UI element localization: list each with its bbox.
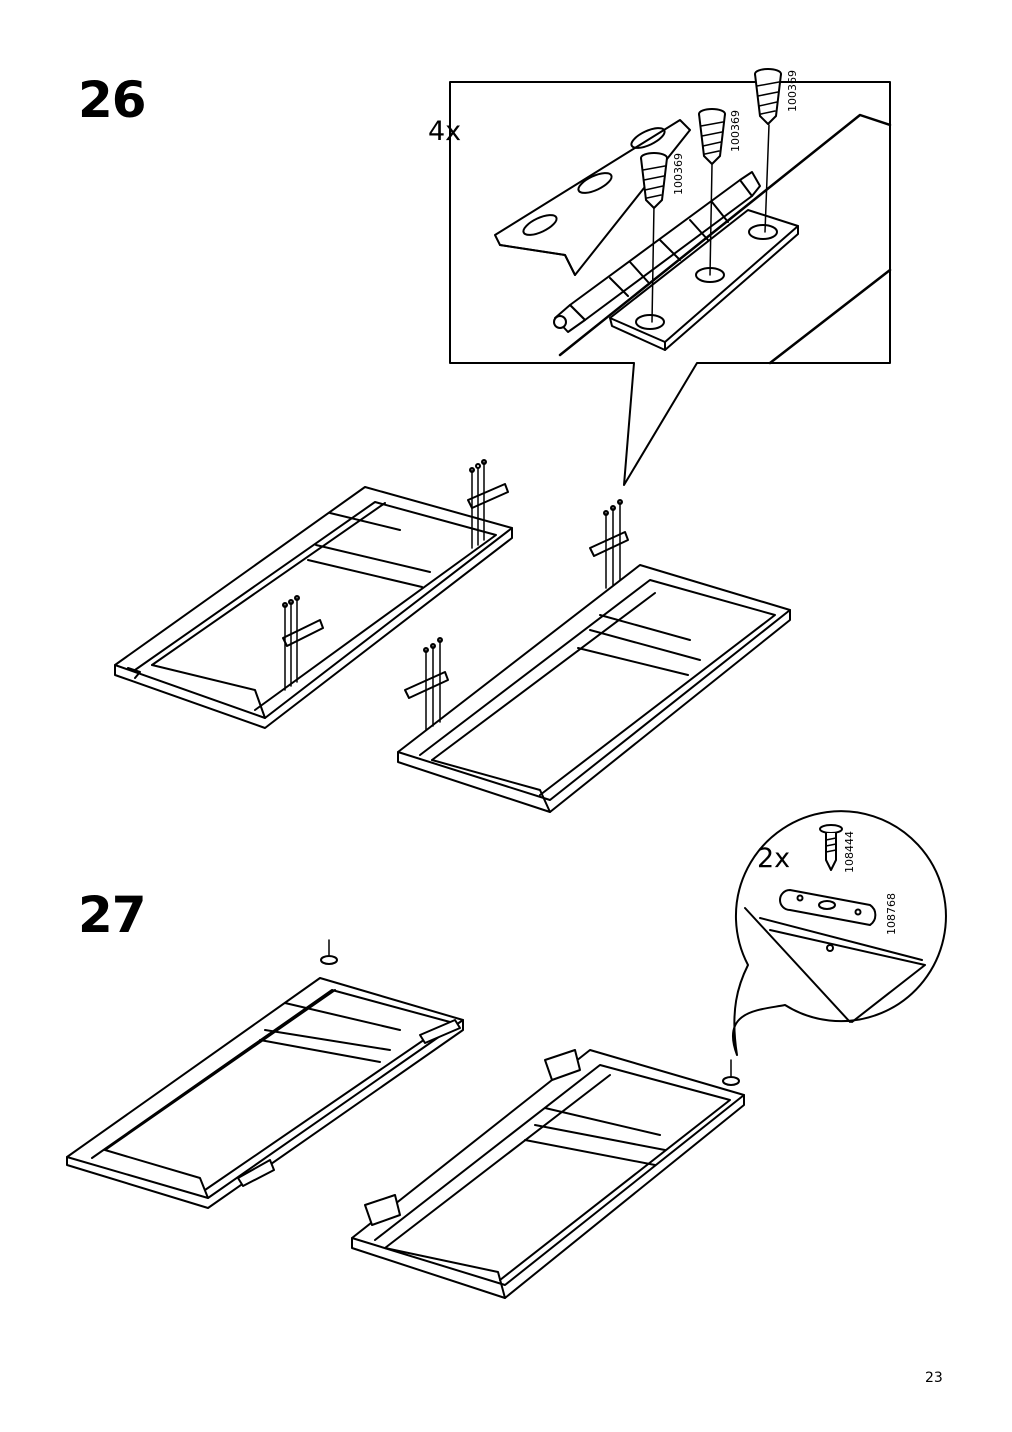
step-number: 27 (78, 886, 147, 944)
door-panel-right (397, 499, 791, 813)
hinge-detail-callout (449, 68, 892, 486)
mounting-plate-icon (722, 1059, 740, 1086)
screw-icon (754, 68, 782, 125)
screw-icon (698, 108, 726, 165)
part-number-label: 100369 (729, 110, 742, 152)
screw-icon (819, 824, 843, 871)
part-number-label: 100369 (672, 153, 685, 195)
door-panel-left (114, 459, 513, 729)
mounting-plate-icon (320, 939, 338, 965)
mounting-plate-icon (779, 889, 877, 952)
hinge-icon (589, 499, 629, 589)
part-number-label: 108768 (885, 893, 898, 935)
hinge-icon (404, 637, 449, 731)
hinge-icon (282, 595, 324, 691)
door-panel-left-step27 (66, 939, 464, 1209)
screw-icon (640, 152, 668, 209)
part-number-label: 100369 (786, 70, 799, 112)
quantity-label: 4x (428, 116, 462, 147)
hinge-icon (237, 1019, 461, 1187)
page-number: 23 (925, 1370, 943, 1386)
part-number-label: 108444 (843, 831, 856, 873)
step-number: 26 (78, 71, 147, 129)
hinge-icon (364, 1049, 581, 1226)
plate-detail-callout (731, 810, 947, 1056)
hinge-icon (467, 459, 509, 549)
quantity-label: 2x (757, 843, 791, 874)
door-panel-right-step27 (351, 1049, 745, 1299)
